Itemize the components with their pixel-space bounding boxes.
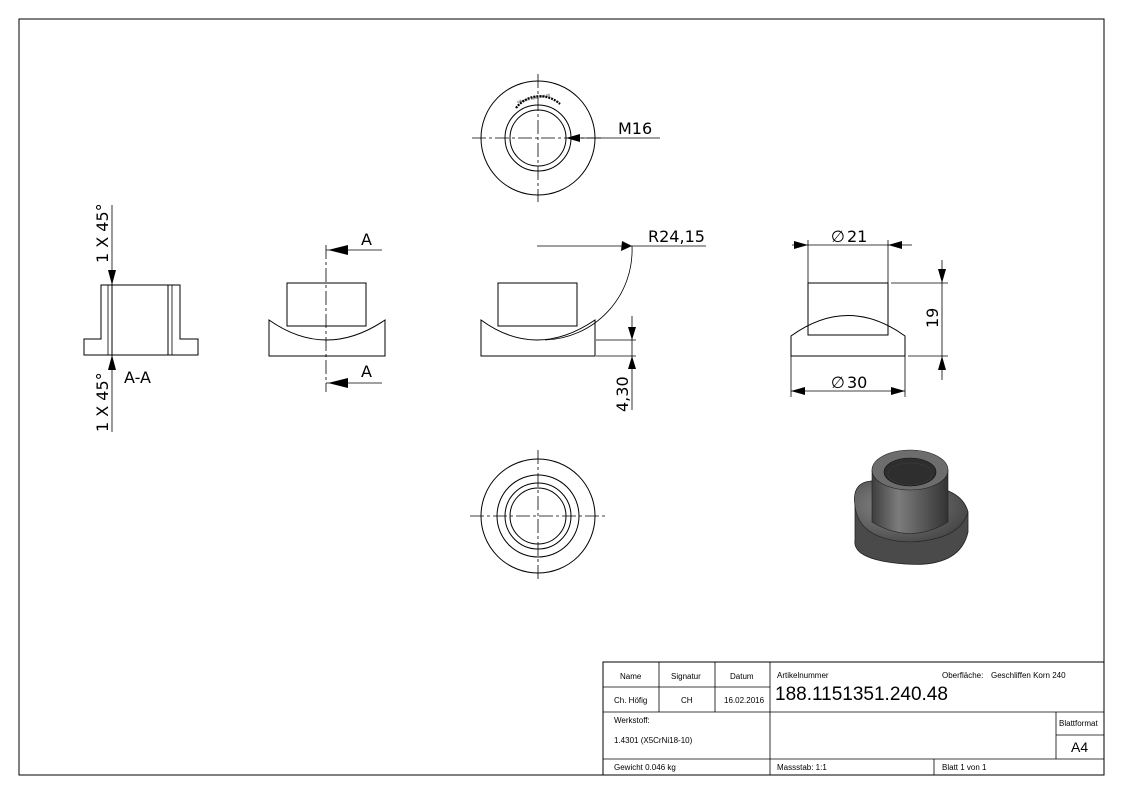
- header-name: Name: [620, 672, 642, 681]
- oberflaeche-label: Oberfläche:: [942, 671, 983, 680]
- chamfer-top-label: 1 X 45°: [93, 203, 112, 263]
- chamfer-bottom-label: 1 X 45°: [93, 372, 112, 432]
- diameter-symbol-top: ∅: [831, 227, 845, 246]
- werkstoff-value: 1.4301 (X5CrNi18-10): [614, 736, 693, 745]
- cut-label-top: A: [361, 230, 372, 249]
- drafter-name: Ch. Höfig: [614, 696, 647, 705]
- drawing-frame: [18, 18, 1105, 776]
- cut-label-bottom: A: [361, 362, 372, 381]
- blattformat-value: A4: [1071, 739, 1088, 755]
- header-datum: Datum: [730, 672, 754, 681]
- artikel-number: 188.1151351.240.48: [775, 684, 948, 705]
- title-block: Name Signatur Datum Ch. Höfig CH 16.02.2…: [602, 661, 1105, 776]
- artikel-label: Artikelnummer: [777, 671, 829, 680]
- thread-dimension: M16: [618, 119, 652, 138]
- front-view: A A: [268, 230, 386, 392]
- engraving-text: rollmann 8888 888 88: [516, 93, 550, 104]
- drafter-signature: CH: [681, 696, 693, 705]
- radius-dimension: R24,15: [648, 227, 705, 246]
- side-view: R24,15 4,30: [480, 227, 706, 412]
- outer-diameter-dimension: 30: [847, 373, 867, 392]
- bottom-view: [470, 450, 606, 582]
- right-view: ∅ 21 ∅ 30 19: [790, 227, 948, 397]
- section-view: 1 X 45° 1 X 45° A-A: [83, 203, 199, 432]
- gewicht-text: Gewicht 0.046 kg: [614, 763, 676, 772]
- height-dimension: 19: [923, 308, 942, 328]
- section-label: A-A: [124, 368, 151, 387]
- werkstoff-label: Werkstoff:: [614, 716, 650, 725]
- inner-diameter-dimension: 21: [847, 227, 867, 246]
- blatt-text: Blatt 1 von 1: [942, 763, 987, 772]
- diameter-symbol-bottom: ∅: [831, 373, 845, 392]
- drawing-date: 16.02.2016: [724, 696, 765, 705]
- top-view: rollmann 8888 888 88 M16: [472, 74, 660, 202]
- blattformat-label: Blattformat: [1059, 719, 1098, 728]
- isometric-view: [854, 449, 969, 565]
- header-signatur: Signatur: [671, 672, 701, 681]
- massstab-text: Massstab: 1:1: [777, 763, 827, 772]
- offset-dimension: 4,30: [613, 376, 632, 412]
- oberflaeche-value: Geschliffen Korn 240: [991, 671, 1066, 680]
